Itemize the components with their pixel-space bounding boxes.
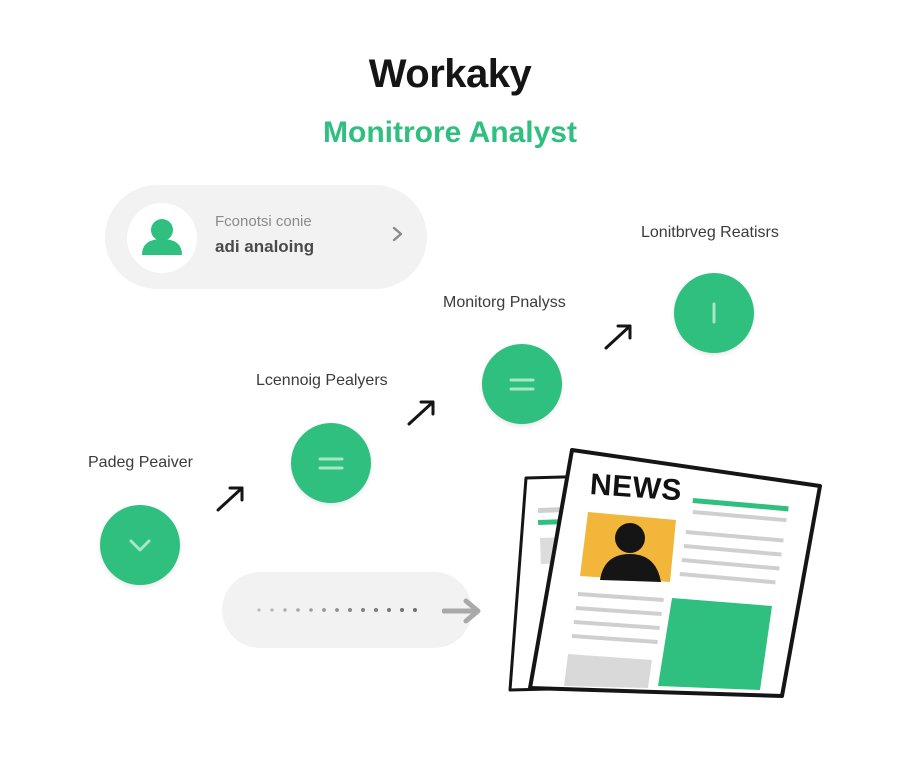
page-title: Workaky	[368, 52, 532, 96]
arrow-right-icon	[442, 598, 481, 624]
vertical-bar-icon	[712, 302, 716, 324]
avatar	[127, 203, 197, 273]
progress-track[interactable]	[222, 572, 481, 648]
arrow-icon	[604, 324, 632, 350]
profile-card[interactable]: Fconotsi conie adi analoing	[105, 185, 427, 289]
step-4-node[interactable]	[674, 273, 754, 353]
chevron-down-icon	[129, 539, 151, 552]
equals-icon	[318, 457, 344, 470]
profile-line-2: adi analoing	[215, 237, 315, 256]
equals-icon	[509, 378, 535, 391]
newspaper-icon: NEWS	[490, 438, 835, 708]
user-icon	[142, 219, 182, 255]
arrow-icon	[216, 486, 244, 512]
profile-line-1: Fconotsi conie	[215, 213, 312, 230]
dots-indicator	[257, 608, 417, 612]
page-subtitle: Monitrore Analyst	[323, 116, 577, 149]
newspaper-graphic	[508, 448, 822, 698]
news-masthead: NEWS	[588, 468, 683, 508]
step-4-label: Lonitbrveg Reatisrs	[641, 224, 779, 241]
step-1-node[interactable]	[100, 505, 180, 585]
step-2-label: Lcennoig Pealyers	[256, 372, 388, 389]
chevron-right-icon[interactable]	[387, 223, 409, 245]
step-1-label: Padeg Peaiver	[88, 454, 193, 471]
arrow-icon	[407, 400, 435, 426]
step-3-label: Monitorg Pnalyss	[443, 294, 566, 311]
step-3-node[interactable]	[482, 344, 562, 424]
step-2-node[interactable]	[291, 423, 371, 503]
